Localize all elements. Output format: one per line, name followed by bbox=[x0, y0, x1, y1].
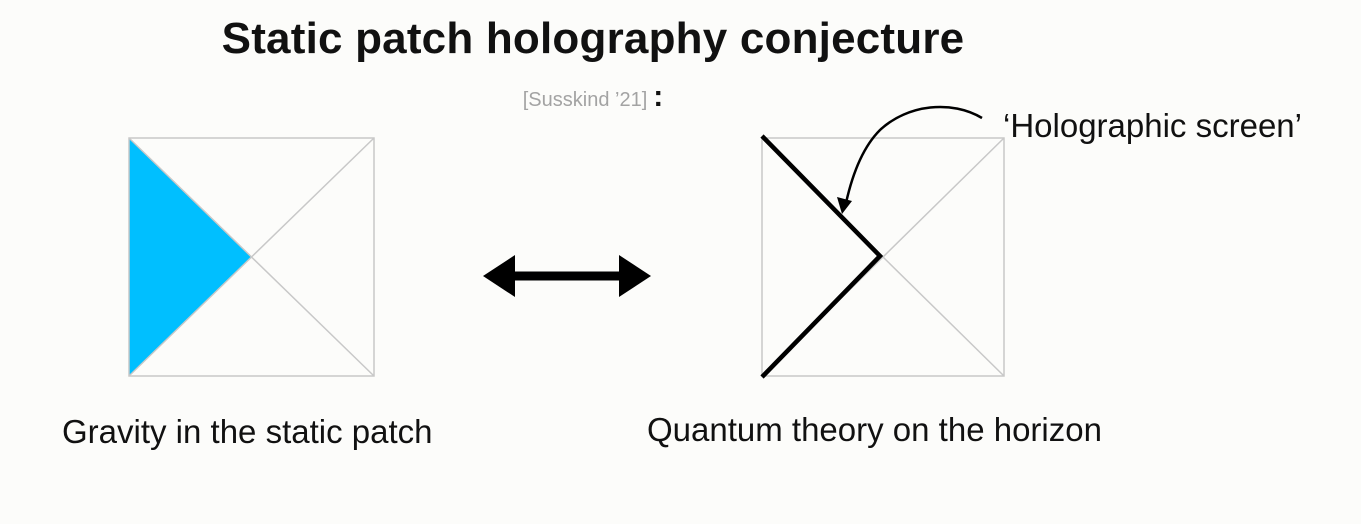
horizon-screen-line bbox=[760, 134, 884, 379]
curved-arrow-icon bbox=[837, 105, 983, 214]
static-patch-region bbox=[129, 138, 252, 376]
left-penrose-diagram bbox=[128, 137, 375, 377]
citation-row: [Susskind ’21]: bbox=[0, 80, 1186, 114]
double-arrow-icon bbox=[483, 255, 651, 297]
citation: [Susskind ’21] bbox=[522, 89, 648, 111]
holographic-screen-label: ‘Holographic screen’ bbox=[1003, 107, 1302, 144]
right-penrose-diagram bbox=[760, 134, 1005, 379]
right-diagram-frame bbox=[761, 137, 1005, 377]
page-title: Static patch holography conjecture bbox=[221, 14, 965, 63]
citation-colon: : bbox=[653, 80, 664, 113]
left-diagram-frame bbox=[128, 137, 375, 377]
right-caption: Quantum theory on the horizon bbox=[647, 411, 1102, 448]
left-caption: Gravity in the static patch bbox=[62, 413, 433, 450]
left-diagonal-2 bbox=[128, 137, 375, 377]
